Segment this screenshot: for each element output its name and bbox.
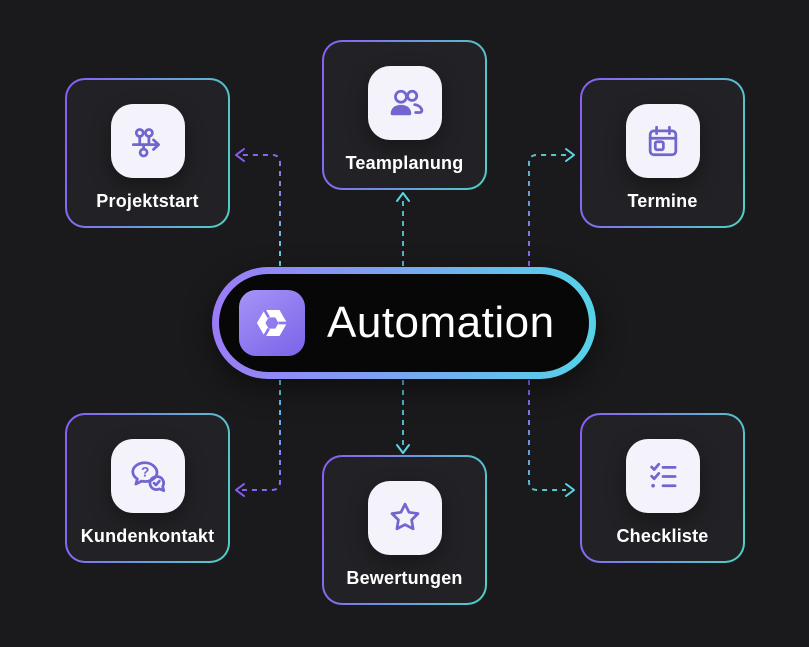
users-icon	[367, 66, 442, 140]
arrowhead-right-termine	[565, 148, 575, 162]
node-teamplanung-body: Teamplanung	[324, 42, 485, 188]
node-kundenkontakt-label: Kundenkontakt	[80, 526, 215, 546]
node-termine: Termine	[580, 78, 745, 228]
timeline-arrow-icon	[110, 104, 185, 178]
node-bewertungen-label: Bewertungen	[346, 568, 463, 588]
star-icon	[367, 481, 442, 555]
center-node-label: Automation	[327, 298, 555, 347]
node-termine-body: Termine	[582, 80, 743, 226]
node-checkliste-body: Checkliste	[582, 415, 743, 561]
node-teamplanung: Teamplanung	[322, 40, 487, 190]
node-teamplanung-label: Teamplanung	[345, 153, 464, 173]
svg-text:?: ?	[141, 464, 149, 479]
node-checkliste-label: Checkliste	[616, 526, 709, 546]
node-projektstart: Projektstart	[65, 78, 230, 228]
node-bewertungen-body: Bewertungen	[324, 457, 485, 603]
node-projektstart-label: Projektstart	[96, 191, 199, 211]
chat-bubbles-icon: ?	[110, 439, 185, 513]
arrowhead-up-teamplanung	[396, 192, 410, 202]
checklist-icon	[625, 439, 700, 513]
node-checkliste: Checkliste	[580, 413, 745, 563]
node-termine-label: Termine	[627, 191, 698, 211]
hex-pinwheel-logo-icon	[239, 290, 305, 356]
arrowhead-right-checkliste	[565, 483, 575, 497]
connector-center-kundenkontakt	[242, 380, 281, 491]
center-node-automation: Automation	[212, 267, 596, 379]
arrowhead-left-projektstart	[235, 148, 245, 162]
node-bewertungen: Bewertungen	[322, 455, 487, 605]
arrowhead-down-bewertungen	[396, 444, 410, 454]
connector-center-checkliste	[528, 380, 566, 491]
calendar-icon	[625, 104, 700, 178]
node-kundenkontakt: ? Kundenkontakt	[65, 413, 230, 563]
connector-center-projektstart	[242, 154, 281, 266]
node-projektstart-body: Projektstart	[67, 80, 228, 226]
arrowhead-left-kundenkontakt	[235, 483, 245, 497]
node-kundenkontakt-body: ? Kundenkontakt	[67, 415, 228, 561]
center-node-body: Automation	[219, 274, 589, 372]
connector-center-termine	[528, 154, 566, 266]
